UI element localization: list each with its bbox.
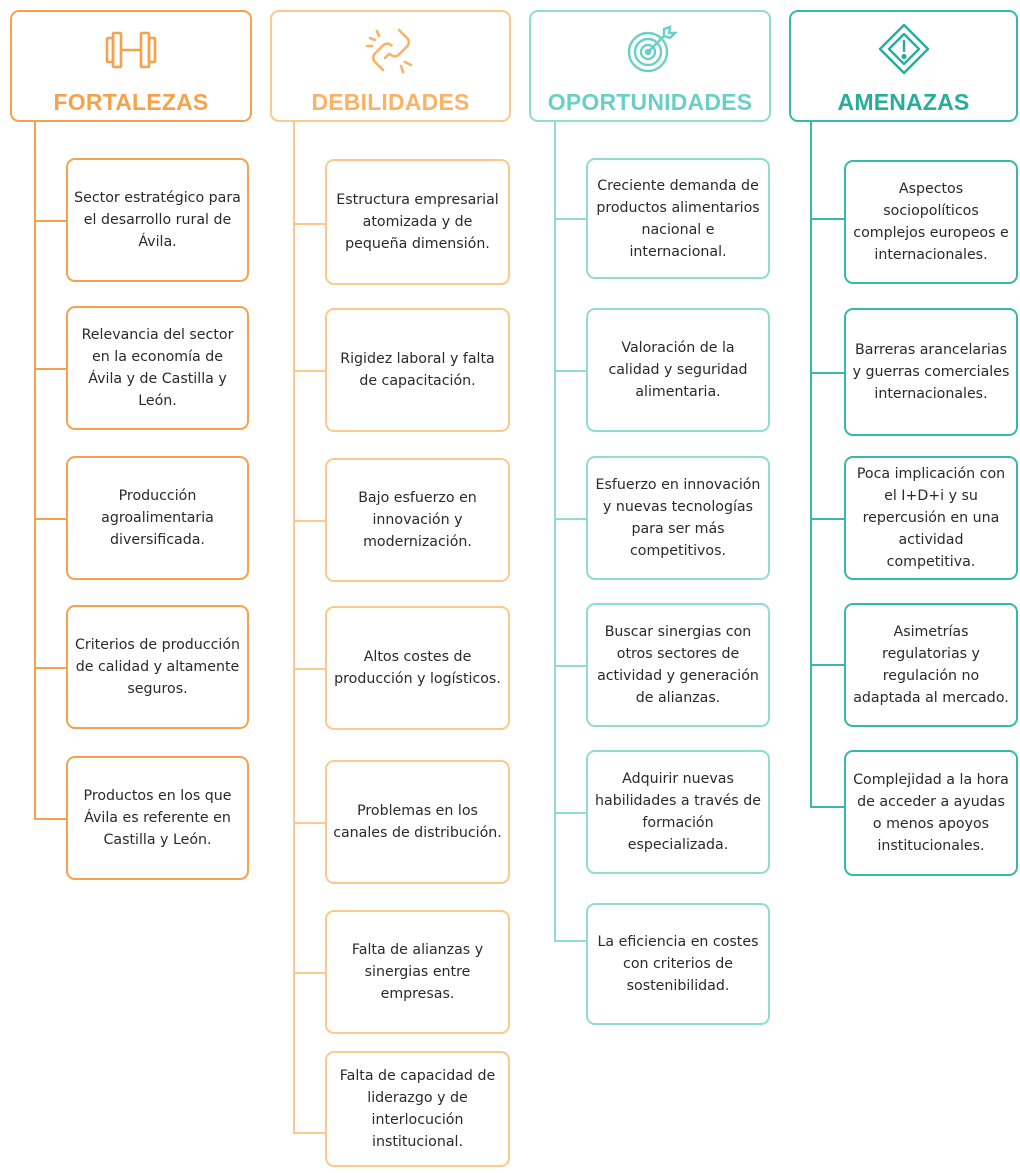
item-debilidades-6: Falta de alianzas y sinergias entre empr… [325,910,510,1034]
item-amenazas-4: Asimetrías regulatorias y regulación no … [844,603,1018,727]
connector-branch [293,822,325,824]
item-oportunidades-4: Buscar sinergias con otros sectores de a… [586,603,770,727]
item-debilidades-4: Altos costes de producción y logísticos. [325,606,510,730]
connector-spine [293,122,295,1134]
connector-branch [293,972,325,974]
connector-branch [810,218,844,220]
header-oportunidades: OPORTUNIDADES [529,10,771,122]
header-fortalezas: FORTALEZAS [10,10,252,122]
item-amenazas-3: Poca implicación con el I+D+i y su reper… [844,456,1018,580]
dumbbell-icon [105,31,157,69]
connector-branch [554,518,586,520]
header-amenazas: AMENAZAS [789,10,1018,122]
connector-branch [34,518,66,520]
title-fortalezas: FORTALEZAS [53,89,209,115]
header-debilidades: DEBILIDADES [270,10,511,122]
connector-branch [34,220,66,222]
connector-branch [810,806,844,808]
connector-branch [810,372,844,374]
item-oportunidades-6: La eficiencia en costes con criterios de… [586,903,770,1025]
item-fortalezas-2: Relevancia del sector en la economía de … [66,306,249,430]
connector-spine [34,122,36,820]
connector-branch [554,940,586,942]
broken-chain-icon [365,28,412,74]
item-debilidades-5: Problemas en los canales de distribución… [325,760,510,884]
item-amenazas-5: Complejidad a la hora de acceder a ayuda… [844,750,1018,876]
connector-branch [810,518,844,520]
connector-branch [554,665,586,667]
title-amenazas: AMENAZAS [837,89,970,115]
connector-branch [810,664,844,666]
item-fortalezas-4: Criterios de producción de calidad y alt… [66,605,249,729]
item-oportunidades-3: Esfuerzo en innovación y nuevas tecnolog… [586,456,770,580]
target-icon [627,25,678,73]
connector-branch [293,1132,325,1134]
item-debilidades-3: Bajo esfuerzo en innovación y modernizac… [325,458,510,582]
connector-branch [293,520,325,522]
item-oportunidades-5: Adquirir nuevas habilidades a través de … [586,750,770,874]
item-oportunidades-2: Valoración de la calidad y seguridad ali… [586,308,770,432]
connector-branch [293,370,325,372]
connector-branch [293,668,325,670]
item-debilidades-7: Falta de capacidad de liderazgo y de int… [325,1051,510,1167]
connector-branch [293,223,325,225]
connector-spine [810,122,812,808]
connector-spine [554,122,556,942]
item-amenazas-1: Aspectos sociopolíticos complejos europe… [844,160,1018,284]
connector-branch [34,667,66,669]
connector-branch [554,812,586,814]
item-debilidades-1: Estructura empresarial atomizada y de pe… [325,159,510,285]
connector-branch [34,368,66,370]
item-debilidades-2: Rigidez laboral y falta de capacitación. [325,308,510,432]
connector-branch [34,818,66,820]
item-amenazas-2: Barreras arancelarias y guerras comercia… [844,308,1018,436]
title-oportunidades: OPORTUNIDADES [547,89,753,115]
item-fortalezas-3: Producción agroalimentaria diversificada… [66,456,249,580]
item-oportunidades-1: Creciente demanda de productos alimentar… [586,158,770,279]
connector-branch [554,218,586,220]
item-fortalezas-1: Sector estratégico para el desarrollo ru… [66,158,249,282]
title-debilidades: DEBILIDADES [311,89,470,115]
warning-diamond-icon [878,23,929,75]
connector-branch [554,370,586,372]
item-fortalezas-5: Productos en los que Ávila es referente … [66,756,249,880]
